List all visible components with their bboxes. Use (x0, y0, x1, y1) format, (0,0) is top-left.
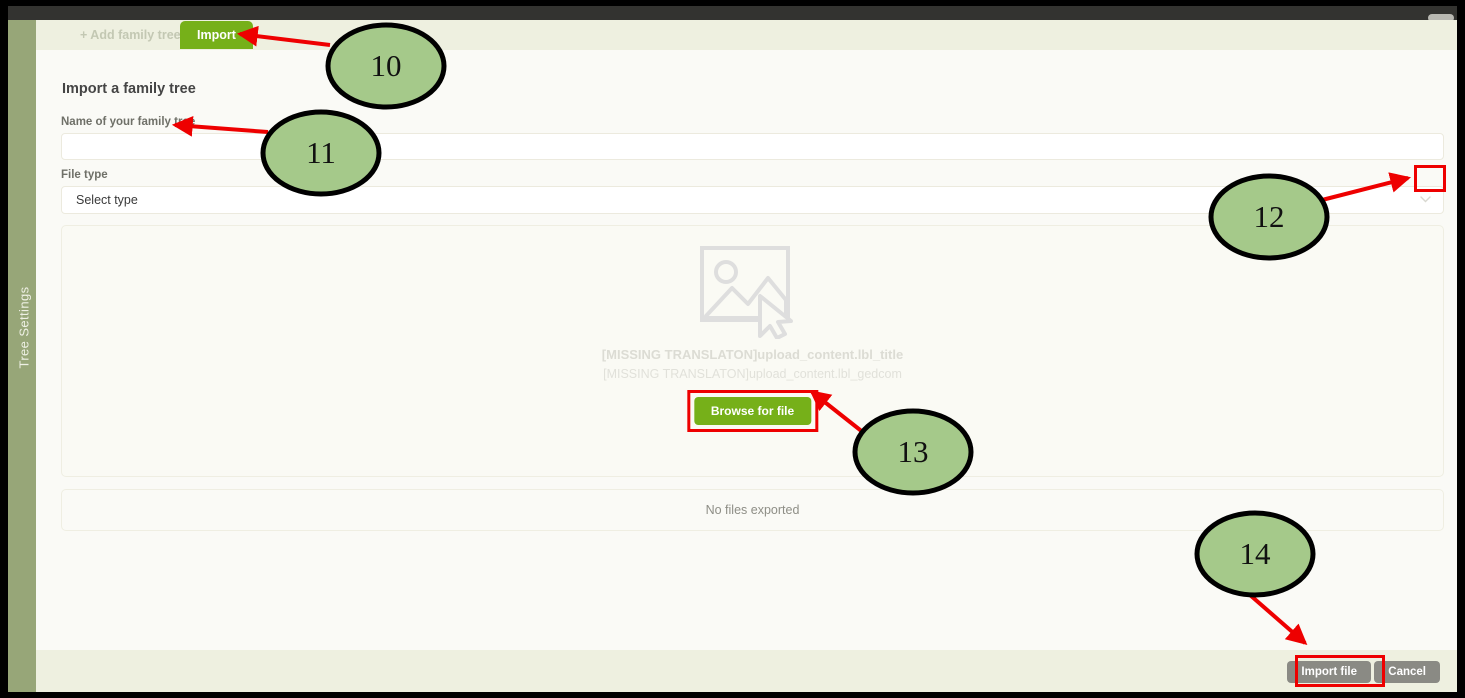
exported-files-row: No files exported (61, 489, 1444, 531)
cancel-button[interactable]: Cancel (1374, 661, 1440, 683)
family-tree-name-input[interactable] (61, 133, 1444, 160)
callout-number-11: 11 (306, 135, 336, 170)
file-dropzone[interactable]: [MISSING TRANSLATON]upload_content.lbl_t… (61, 225, 1444, 477)
cursor-arrow-icon (757, 294, 793, 339)
callout-number-13: 13 (897, 434, 929, 469)
file-type-selected-value: Select type (76, 193, 138, 207)
tab-bar: + Add family tree Import (36, 20, 1457, 50)
callout-number-14: 14 (1239, 536, 1271, 571)
browse-for-file-button[interactable]: Browse for file (693, 397, 812, 425)
file-type-label: File type (61, 169, 108, 181)
sidebar-label: Tree Settings (16, 286, 32, 369)
form-footer: Import file Cancel (36, 650, 1457, 692)
browser-top-strip (8, 6, 1457, 20)
vertical-scrollbar-thumb[interactable] (1428, 14, 1454, 22)
app-panel: + Add family tree Import Import a family… (36, 20, 1457, 692)
callout-number-10: 10 (370, 48, 402, 83)
browse-button-highlight: Browse for file (686, 390, 819, 432)
page-title: Import a family tree (62, 81, 196, 97)
chevron-down-icon (1420, 196, 1431, 203)
dropzone-title: [MISSING TRANSLATON]upload_content.lbl_t… (601, 347, 904, 362)
import-file-button[interactable]: Import file (1287, 661, 1371, 683)
file-type-select[interactable]: Select type (61, 186, 1444, 214)
no-files-exported-text: No files exported (705, 503, 800, 517)
tab-import[interactable]: Import (180, 21, 253, 49)
dropzone-subtitle: [MISSING TRANSLATON]upload_content.lbl_g… (603, 367, 902, 381)
image-placeholder-icon (699, 246, 793, 339)
tree-settings-sidebar[interactable]: Tree Settings (8, 20, 36, 692)
name-field-label: Name of your family tree (61, 116, 196, 128)
tab-add-family-tree[interactable]: + Add family tree (80, 28, 181, 42)
callout-number-12: 12 (1253, 199, 1285, 234)
